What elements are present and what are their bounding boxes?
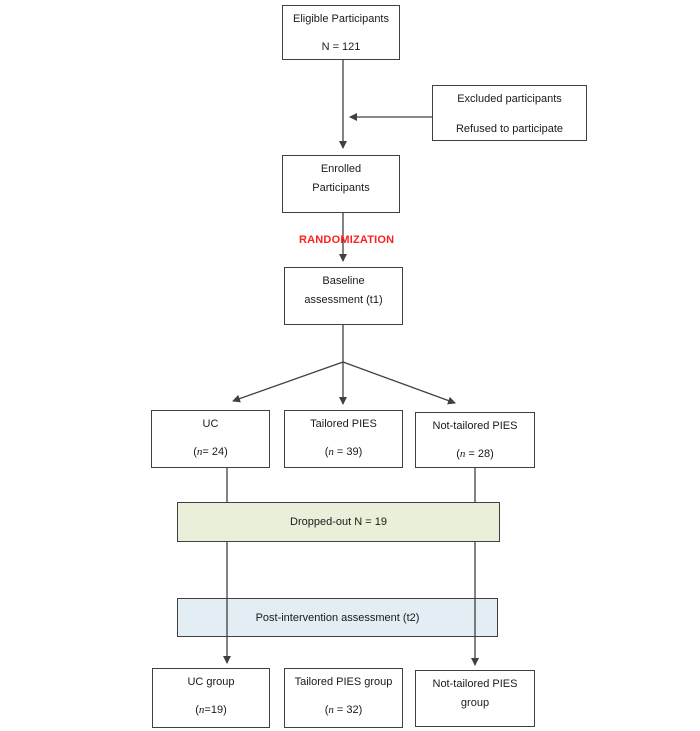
enrolled-title-line2: Participants (312, 182, 370, 194)
arm-tailored-n: (n = 39) (285, 446, 402, 459)
arm-tailored-pies-box: Tailored PIES (n = 39) (284, 410, 403, 468)
post-intervention-bar: Post-intervention assessment (t2) (177, 598, 498, 637)
group-tailored-title: Tailored PIES group (294, 676, 393, 688)
group-uc-title: UC group (187, 676, 235, 688)
group-nottailored-title-line2: group (460, 697, 490, 709)
n-open: ( (193, 446, 197, 458)
enrolled-title-line1: Enrolled (320, 163, 362, 175)
arm-nottailored-n: (n = 28) (416, 448, 534, 461)
n-value: = 24) (202, 446, 228, 458)
arm-uc-box: UC (n= 24) (151, 410, 270, 468)
n-symbol: n (198, 704, 205, 716)
dropped-out-label: Dropped-out N = 19 (290, 516, 387, 528)
n-open: ( (195, 704, 199, 716)
n-value: = 32) (333, 704, 363, 716)
arm-uc-title: UC (202, 418, 219, 430)
baseline-title-line1: Baseline (322, 275, 365, 287)
arm-not-tailored-pies-box: Not-tailored PIES (n = 28) (415, 412, 535, 468)
eligible-participants-box: Eligible Participants N = 121 (282, 5, 400, 60)
group-uc-box: UC group (n=19) (152, 668, 270, 728)
n-open: ( (324, 704, 329, 716)
n-symbol: n (196, 446, 203, 458)
dropped-out-bar: Dropped-out N = 19 (177, 502, 500, 542)
group-tailored-n: (n = 32) (285, 704, 402, 717)
arm-tailored-title: Tailored PIES (310, 418, 377, 430)
n-symbol: n (328, 446, 334, 458)
n-symbol: n (459, 448, 466, 460)
baseline-title-line2: assessment (t1) (304, 294, 383, 306)
eligible-title: Eligible Participants (293, 13, 389, 25)
excluded-reason: Refused to participate (455, 123, 563, 135)
randomization-label: RANDOMIZATION (299, 234, 395, 246)
baseline-assessment-box: Baseline assessment (t1) (284, 267, 403, 325)
excluded-participants-box: Excluded participants Refused to partici… (432, 85, 587, 141)
n-symbol: n (328, 704, 334, 716)
n-value: =19) (204, 704, 227, 716)
arm-nottailored-title: Not-tailored PIES (432, 420, 518, 432)
group-uc-n: (n=19) (153, 704, 269, 717)
group-tailored-pies-box: Tailored PIES group (n = 32) (284, 668, 403, 728)
excluded-title: Excluded participants (457, 93, 562, 105)
eligible-count: N = 121 (321, 41, 361, 53)
group-nottailored-title-line1: Not-tailored PIES (432, 678, 518, 690)
n-value: = 28) (465, 448, 494, 460)
n-open: ( (324, 446, 329, 458)
arm-uc-n: (n= 24) (152, 446, 269, 459)
group-not-tailored-pies-box: Not-tailored PIES group (415, 670, 535, 727)
n-value: = 39) (333, 446, 363, 458)
n-open: ( (456, 448, 460, 460)
enrolled-participants-box: Enrolled Participants (282, 155, 400, 213)
post-intervention-label: Post-intervention assessment (t2) (255, 611, 420, 624)
